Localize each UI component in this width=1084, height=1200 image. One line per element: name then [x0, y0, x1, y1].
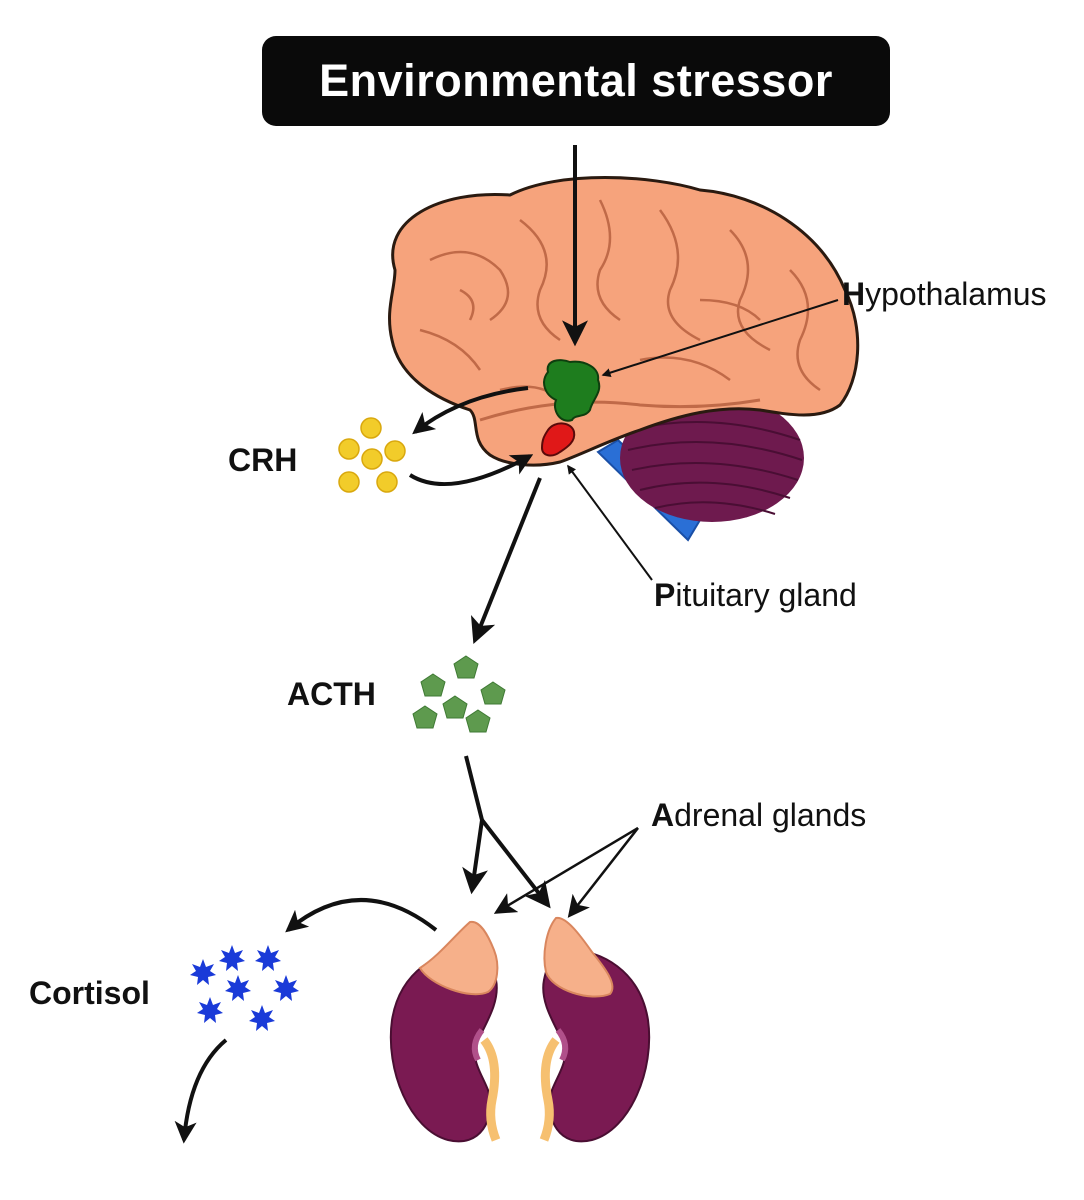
adrenal-pointer-left: [493, 826, 639, 914]
pituitary-pointer: [567, 464, 653, 581]
adrenal-label-rest: drenal glands: [674, 797, 867, 833]
hypothalamus-icon: [543, 359, 601, 422]
pituitary-label-initial: P: [654, 577, 676, 613]
cortisol-output-arrow: [174, 1038, 228, 1144]
hypothalamus-to-crh-arrow: [412, 386, 529, 435]
acth-to-right-adrenal-arrow: [480, 818, 551, 909]
hypothalamus-label: Hypothalamus: [842, 276, 1047, 313]
hypothalamus-label-initial: H: [842, 276, 866, 312]
pituitary-label: Pituitary gland: [654, 577, 857, 614]
adrenal-right-icon: [543, 916, 614, 998]
adrenal-left-icon: [418, 920, 499, 996]
crh-to-pituitary-arrow: [408, 454, 534, 486]
environmental-stressor-title: Environmental stressor: [262, 36, 890, 126]
kidney-left-icon: [389, 920, 501, 1143]
kidney-right-icon: [539, 916, 651, 1143]
cerebrum-gyri: [419, 199, 821, 401]
crh-label: CRH: [228, 442, 298, 478]
acth-to-left-adrenal-arrow: [462, 755, 488, 895]
adrenal-to-cortisol-arrow: [285, 898, 438, 933]
ureter-left: [480, 1037, 501, 1142]
adrenal-label: Adrenal glands: [651, 797, 866, 834]
pituitary-icon: [540, 422, 576, 457]
hypothalamus-label-rest: ypothalamus: [865, 276, 1047, 312]
acth-label: ACTH: [287, 676, 376, 712]
adrenal-label-initial: A: [651, 797, 675, 833]
cortisol-label: Cortisol: [29, 975, 150, 1011]
brain-icon: [388, 176, 860, 542]
hypothalamus-pointer: [601, 299, 839, 378]
crh-molecules-icon: [338, 417, 406, 493]
cortisol-molecules-icon: [190, 945, 299, 1031]
ureter-right: [539, 1037, 560, 1142]
adrenal-pointer-right: [567, 827, 639, 918]
pituitary-to-acth-arrow: [471, 477, 542, 645]
acth-molecules-icon: [412, 655, 506, 733]
pituitary-label-rest: ituitary gland: [675, 577, 857, 613]
